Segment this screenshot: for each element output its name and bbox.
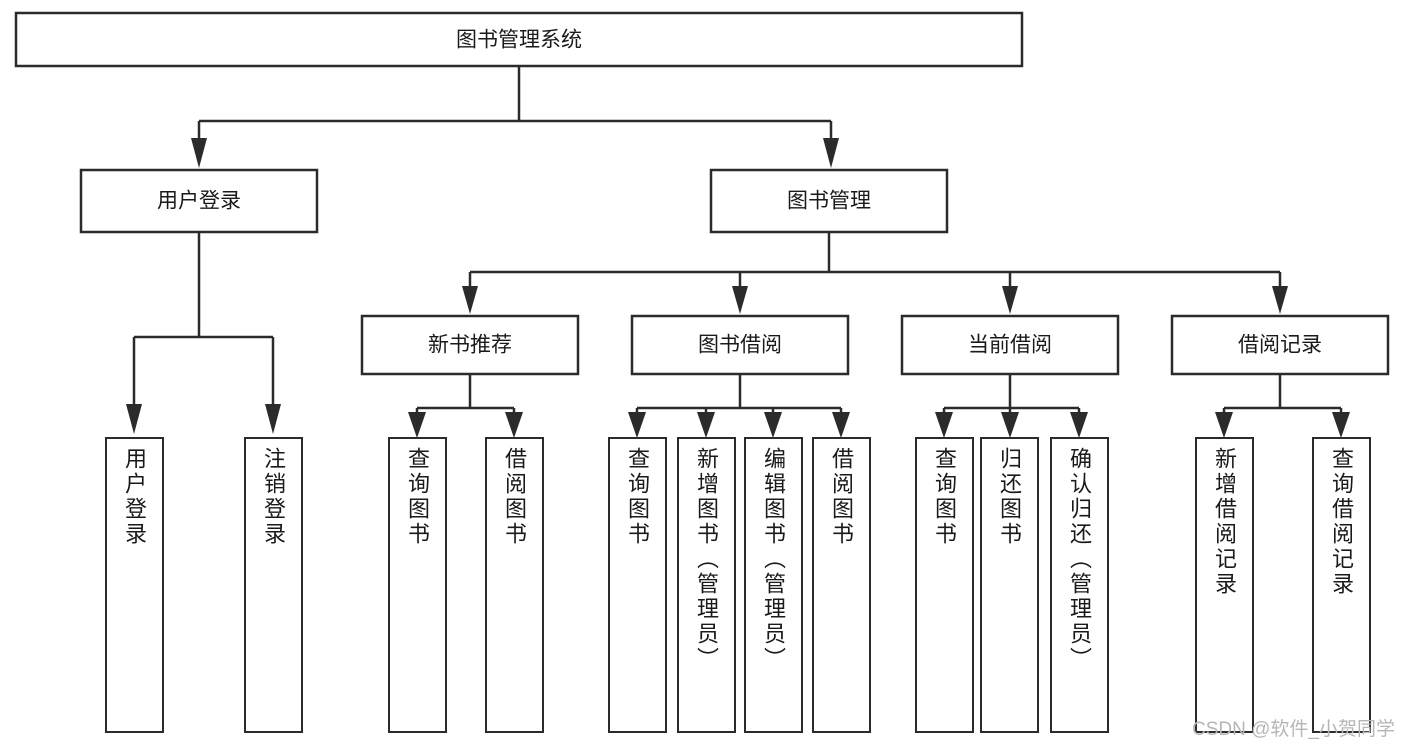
node-book-borrow[interactable]: 图书借阅 [630, 314, 850, 376]
node-book-manage[interactable]: 图书管理 [709, 168, 949, 234]
arrow-user-login-leaf-1 [126, 404, 142, 434]
borrow-record-box[interactable] [1170, 314, 1390, 376]
leaf-edit-book-admin-label: 编辑图书（管理员） [761, 447, 787, 672]
arrow-borrow-record-leaf-1 [1215, 412, 1233, 438]
leaf-query-borrow-record[interactable]: 查询借阅记录 [1312, 437, 1371, 733]
leaf-return-book-label: 归还图书 [997, 447, 1023, 547]
current-borrow-label: 当前借阅 [968, 334, 1052, 357]
arrow-to-borrow-record [1272, 286, 1288, 314]
arrow-current-borrow-leaf-2 [1001, 412, 1019, 438]
root-box[interactable] [14, 11, 1024, 68]
user-login-box[interactable] [79, 168, 319, 234]
node-new-book-recommend[interactable]: 新书推荐 [360, 314, 580, 376]
leaf-borrow-book[interactable]: 借阅图书 [812, 437, 871, 733]
new-book-recommend-label: 新书推荐 [428, 334, 512, 357]
connector-current-borrow-to-leaves [935, 374, 1088, 438]
arrow-book-borrow-leaf-3 [764, 412, 782, 438]
leaf-query-borrow-record-label: 查询借阅记录 [1329, 447, 1355, 597]
leaf-borrow-query-book[interactable]: 查询图书 [608, 437, 667, 733]
connector-new-book-to-leaves [408, 374, 523, 438]
arrow-to-book-borrow [732, 286, 748, 314]
leaf-borrow-book-label: 借阅图书 [829, 447, 855, 547]
leaf-confirm-return-admin-label: 确认归还（管理员） [1067, 447, 1093, 672]
arrow-book-borrow-leaf-4 [832, 412, 850, 438]
node-user-login[interactable]: 用户登录 [79, 168, 319, 234]
arrow-to-current-borrow [1002, 286, 1018, 314]
arrow-user-login-leaf-2 [265, 404, 281, 434]
leaf-recommend-borrow-book[interactable]: 借阅图书 [485, 437, 544, 733]
leaf-recommend-borrow-book-label: 借阅图书 [502, 447, 528, 547]
arrow-to-user-login [191, 138, 207, 168]
arrow-book-borrow-leaf-2 [697, 412, 715, 438]
node-root[interactable]: 图书管理系统 [14, 11, 1024, 68]
arrow-book-borrow-leaf-1 [628, 412, 646, 438]
node-current-borrow[interactable]: 当前借阅 [900, 314, 1120, 376]
new-book-recommend-box[interactable] [360, 314, 580, 376]
arrow-to-book-manage [823, 138, 839, 168]
leaf-logout[interactable]: 注销登录 [244, 437, 303, 733]
arrow-current-borrow-leaf-1 [935, 412, 953, 438]
leaf-add-borrow-record[interactable]: 新增借阅记录 [1195, 437, 1254, 733]
leaf-recommend-query-book-label: 查询图书 [405, 447, 431, 547]
leaf-borrow-query-book-label: 查询图书 [625, 447, 651, 547]
leaf-logout-label: 注销登录 [261, 447, 287, 547]
leaf-edit-book-admin[interactable]: 编辑图书（管理员） [744, 437, 803, 733]
user-login-label: 用户登录 [157, 190, 241, 213]
connector-book-manage-to-level3 [462, 232, 1288, 314]
leaf-add-borrow-record-label: 新增借阅记录 [1212, 447, 1238, 597]
arrow-borrow-record-leaf-2 [1332, 412, 1350, 438]
borrow-record-label: 借阅记录 [1238, 334, 1322, 357]
leaf-add-book-admin[interactable]: 新增图书（管理员） [677, 437, 736, 733]
book-borrow-label: 图书借阅 [698, 334, 782, 357]
book-borrow-box[interactable] [630, 314, 850, 376]
arrow-new-book-leaf-2 [505, 412, 523, 438]
leaf-user-login[interactable]: 用户登录 [105, 437, 164, 733]
arrow-to-new-book [462, 286, 478, 314]
connector-user-login-to-leaves [126, 232, 281, 434]
connector-root-to-level2 [191, 66, 839, 168]
connector-borrow-record-to-leaves [1215, 374, 1350, 438]
leaf-recommend-query-book[interactable]: 查询图书 [388, 437, 447, 733]
book-manage-box[interactable] [709, 168, 949, 234]
node-borrow-record[interactable]: 借阅记录 [1170, 314, 1390, 376]
arrow-current-borrow-leaf-3 [1070, 412, 1088, 438]
book-manage-label: 图书管理 [787, 190, 871, 213]
leaf-current-query-book[interactable]: 查询图书 [915, 437, 974, 733]
arrow-new-book-leaf-1 [408, 412, 426, 438]
leaf-confirm-return-admin[interactable]: 确认归还（管理员） [1050, 437, 1109, 733]
root-label: 图书管理系统 [456, 29, 582, 52]
leaf-add-book-admin-label: 新增图书（管理员） [694, 447, 720, 672]
leaf-return-book[interactable]: 归还图书 [980, 437, 1039, 733]
leaf-current-query-book-label: 查询图书 [932, 447, 958, 547]
leaf-user-login-label: 用户登录 [122, 447, 148, 547]
connector-book-borrow-to-leaves [628, 374, 850, 438]
